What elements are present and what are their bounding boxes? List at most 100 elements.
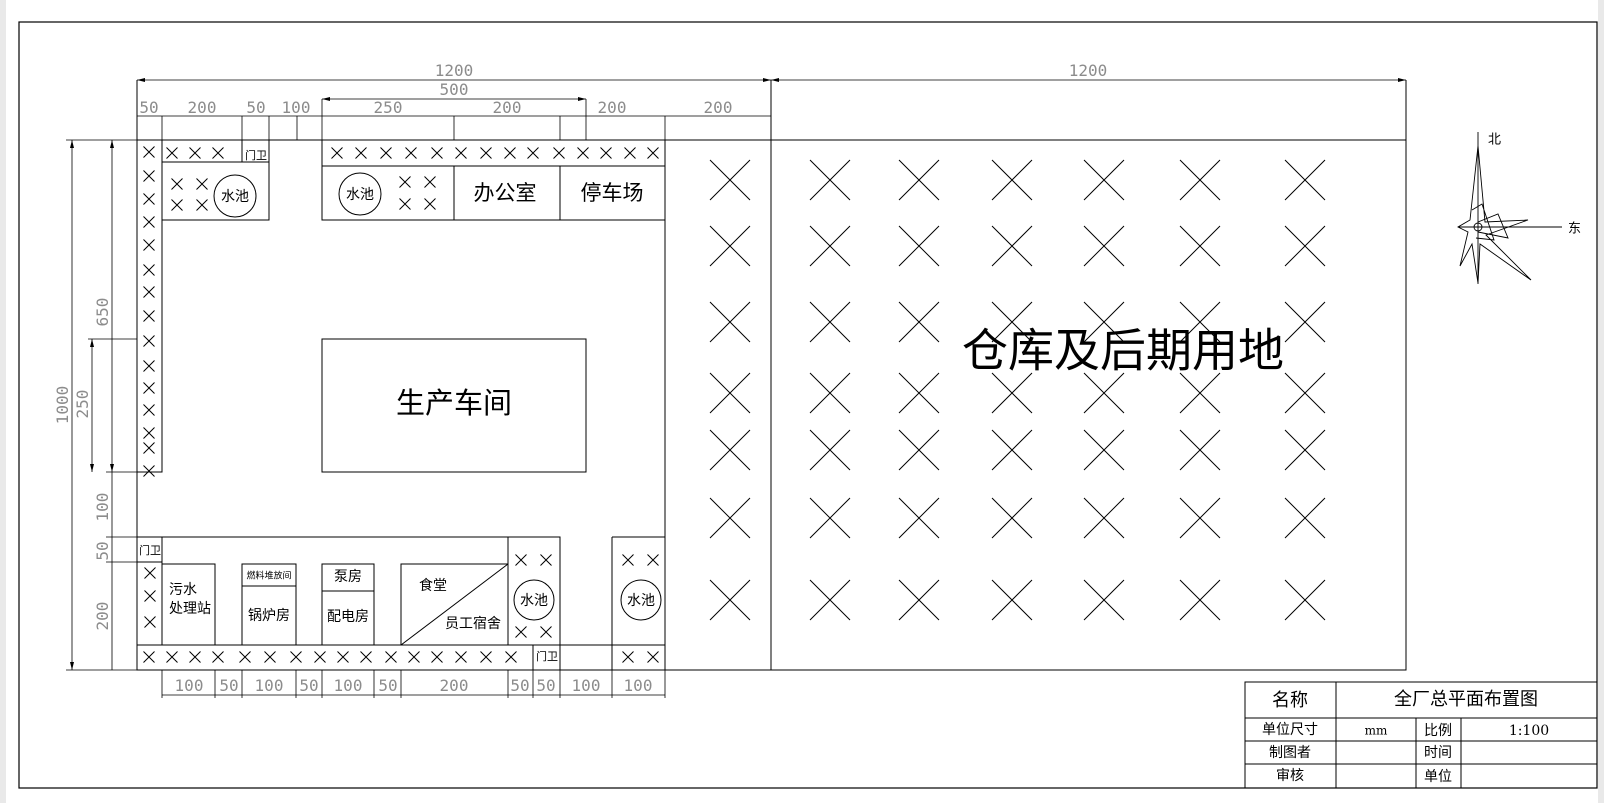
tree-symbol-small: [212, 651, 224, 663]
dimension-lines: [66, 78, 1406, 698]
dim-text-top-200b: 200: [493, 98, 522, 117]
dim-text-bottom-50b: 50: [299, 676, 318, 695]
pool-label-bottom-middle: 水池: [520, 593, 548, 609]
tree-symbol-small: [143, 651, 155, 663]
dim-text-left-100: 100: [93, 493, 112, 522]
dim-text-bottom-50d: 50: [510, 676, 529, 695]
tree-symbol-small: [143, 465, 155, 477]
tree-symbol-small: [331, 147, 343, 159]
tree-symbol-large: [991, 429, 1033, 471]
tree-symbol-small: [143, 264, 155, 276]
tree-symbol-large: [991, 579, 1033, 621]
rooms: [161, 172, 662, 646]
tree-symbol-large: [1179, 497, 1221, 539]
tb-review-label: 审核: [1276, 768, 1304, 784]
tree-symbol-small: [143, 146, 155, 158]
pool-top-left: [213, 174, 257, 218]
canvas-left-edge: [0, 0, 6, 803]
top-office-zone: [321, 139, 665, 221]
tree-symbol-small: [360, 651, 372, 663]
gate-label-left: 门卫: [139, 543, 161, 557]
tree-symbol-small: [540, 626, 552, 638]
compass-north-label: 北: [1488, 133, 1501, 148]
tree-symbol-small: [600, 147, 612, 159]
tree-symbol-small: [143, 170, 155, 182]
tree-symbol-small: [212, 147, 224, 159]
production-workshop: [321, 338, 587, 473]
tree-symbol-large: [1083, 372, 1125, 414]
small-tree-symbols: [143, 146, 659, 663]
tree-symbol-large: [1284, 429, 1326, 471]
canteen-dorm-divider: [400, 563, 509, 646]
tree-symbol-small: [577, 147, 589, 159]
sewage-label-line2: 处理站: [169, 601, 211, 617]
dim-text-top-200d: 200: [704, 98, 733, 117]
dorm-label: 员工宿舍: [445, 615, 501, 632]
tree-symbol-small: [424, 176, 436, 188]
tree-symbol-small: [143, 427, 155, 439]
dim-text-1200-left: 1200: [435, 61, 474, 80]
tree-symbol-large: [1083, 429, 1125, 471]
tree-symbol-large: [898, 579, 940, 621]
tree-symbol-large: [898, 159, 940, 201]
compass-labels: 北 东: [1488, 133, 1581, 237]
tb-unit-label: 单位尺寸: [1262, 722, 1318, 738]
title-block-grid: [1245, 682, 1597, 788]
tree-symbol-large: [898, 429, 940, 471]
tree-symbol-small: [239, 651, 251, 663]
tree-symbol-large: [1083, 497, 1125, 539]
tree-symbol-small: [144, 567, 156, 579]
tree-symbol-large: [1083, 159, 1125, 201]
tree-symbol-large: [1284, 497, 1326, 539]
production-label: 生产车间: [396, 386, 512, 420]
tree-symbol-small: [290, 651, 302, 663]
tree-symbol-small: [166, 147, 178, 159]
tree-symbol-large: [898, 301, 940, 343]
pump-label: 泵房: [334, 569, 362, 585]
tree-symbol-small: [431, 651, 443, 663]
tree-symbol-large: [898, 372, 940, 414]
tree-symbol-large: [709, 429, 751, 471]
tree-symbol-large: [1083, 301, 1125, 343]
tree-symbol-large: [991, 372, 1033, 414]
sheet-frame: [18, 21, 1598, 789]
tree-symbol-large: [809, 497, 851, 539]
tree-symbol-small: [622, 554, 634, 566]
tree-symbol-small: [408, 651, 420, 663]
dim-text-left-650: 650: [93, 298, 112, 327]
tree-symbol-large: [809, 579, 851, 621]
tree-symbol-large: [1179, 429, 1221, 471]
tree-symbol-large: [1179, 225, 1221, 267]
tree-symbol-small: [399, 198, 411, 210]
tb-time-label: 时间: [1424, 745, 1452, 761]
tb-drafter-label: 制图者: [1269, 745, 1311, 761]
tree-symbol-large: [991, 159, 1033, 201]
warehouse-boundary: [770, 139, 1407, 671]
power-label: 配电房: [327, 609, 369, 625]
tree-symbol-small: [144, 590, 156, 602]
tree-symbol-large: [991, 225, 1033, 267]
compass-east-label: 东: [1568, 222, 1581, 237]
tree-symbol-large: [1284, 301, 1326, 343]
tree-symbol-large: [1284, 225, 1326, 267]
gate-label-top: 门卫: [245, 148, 267, 162]
left-green-belt: [137, 140, 163, 473]
wind-rose-petals: [1457, 145, 1532, 284]
tree-symbol-small: [337, 651, 349, 663]
tree-symbol-small: [355, 147, 367, 159]
tree-symbol-small: [647, 147, 659, 159]
parking-label: 停车场: [581, 181, 644, 205]
bottom-buildings-top: [137, 536, 665, 645]
dim-text-bottom-50e: 50: [536, 676, 555, 695]
tree-symbol-small: [171, 178, 183, 190]
tree-symbol-large: [991, 497, 1033, 539]
title-block-frame: [1244, 681, 1598, 789]
tree-symbol-large: [1179, 159, 1221, 201]
compass-center: [1473, 222, 1483, 232]
tree-symbol-small: [143, 442, 155, 454]
sewage-label-line1: 污水: [169, 582, 197, 598]
room-labels: 生产车间 仓库及后期用地 办公室 停车场 水池 水池 水池 水池 门卫 门卫 门…: [139, 148, 1284, 663]
power-room: [321, 590, 375, 646]
